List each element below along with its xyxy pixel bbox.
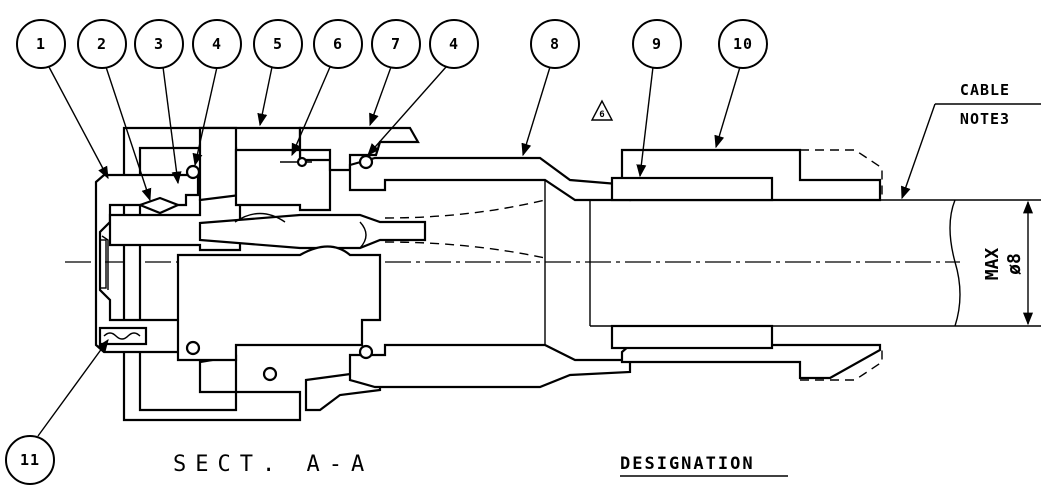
svg-text:8: 8 (550, 35, 560, 53)
svg-text:4: 4 (212, 35, 222, 53)
callout-3: 3 (134, 19, 184, 69)
svg-text:6: 6 (333, 35, 343, 53)
svg-text:7: 7 (391, 35, 401, 53)
callout-11: 11 (5, 435, 55, 485)
callout-10: 10 (718, 19, 768, 69)
callout-bubbles: 1 2 3 4 5 6 7 4 (5, 19, 768, 485)
callout-leaders (37, 66, 741, 437)
callout-4b: 4 (429, 19, 479, 69)
o-rings (185, 154, 374, 382)
insulator (176, 148, 382, 362)
diameter-dimension: MAX ø8 (955, 199, 1041, 327)
cable-label-group: CABLE NOTE3 (901, 81, 1041, 200)
svg-text:6: 6 (599, 110, 604, 120)
callout-8: 8 (530, 19, 580, 69)
callout-7: 7 (371, 19, 421, 69)
callout-4a: 4 (192, 19, 242, 69)
callout-1: 1 (16, 19, 66, 69)
callout-9: 9 (632, 19, 682, 69)
designation-label: DESIGNATION (620, 454, 755, 474)
dimension-max-label: MAX (982, 248, 1003, 281)
cable (589, 199, 961, 327)
center-contact (108, 193, 427, 252)
revision-marker: 6 (590, 99, 614, 121)
svg-text:4: 4 (449, 35, 459, 53)
callout-5: 5 (253, 19, 303, 69)
svg-text:3: 3 (154, 35, 164, 53)
svg-text:10: 10 (733, 35, 753, 53)
callout-2: 2 (77, 19, 127, 69)
locking-pin (280, 156, 312, 168)
dimension-diameter-label: ø8 (1004, 253, 1025, 275)
braid-clamp (610, 176, 774, 350)
section-title: SECT. A-A (173, 452, 373, 477)
svg-text:2: 2 (97, 35, 107, 53)
svg-text:5: 5 (273, 35, 283, 53)
cable-note: NOTE3 (960, 110, 1010, 128)
detent-spring (98, 326, 148, 346)
svg-text:11: 11 (20, 451, 40, 469)
svg-text:1: 1 (36, 35, 46, 53)
cable-label: CABLE (960, 81, 1010, 99)
body-tube (348, 156, 632, 389)
callout-6: 6 (313, 19, 363, 69)
svg-text:9: 9 (652, 35, 662, 53)
